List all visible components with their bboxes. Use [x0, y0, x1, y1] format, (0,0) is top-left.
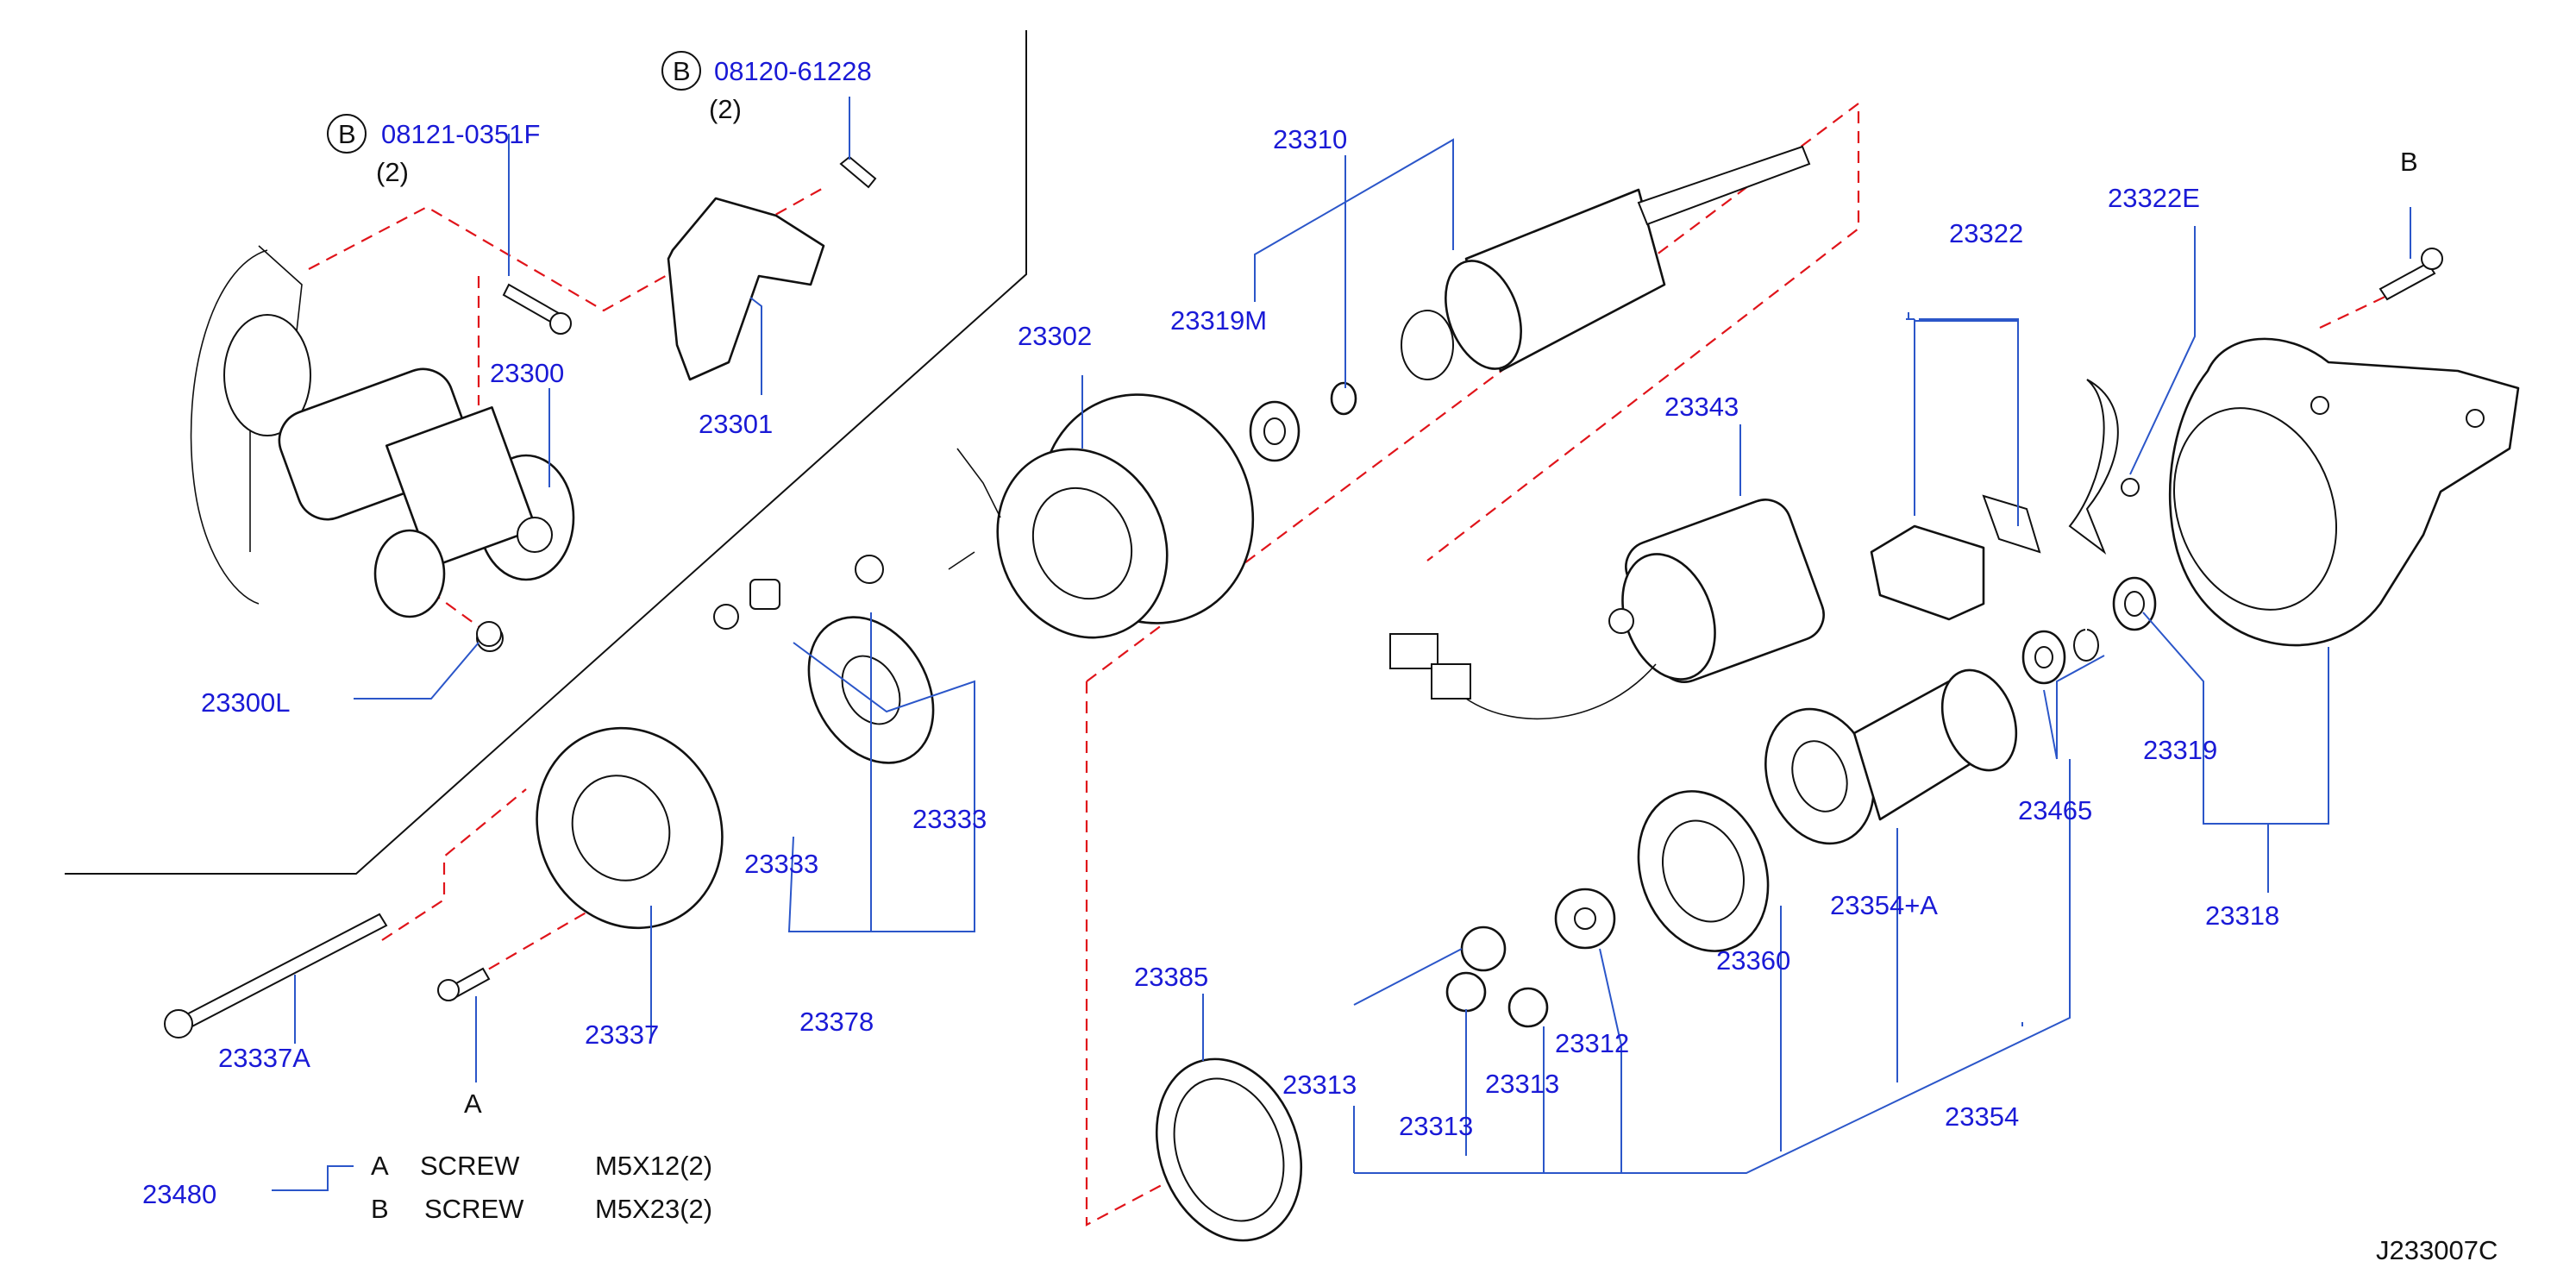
- callout-23354a[interactable]: 23354+A: [1830, 890, 1938, 920]
- callout-23313-b[interactable]: 23313: [1399, 1111, 1473, 1141]
- starter-assembly-drawing: [190, 245, 575, 652]
- callout-23480[interactable]: 23480: [142, 1179, 216, 1209]
- section-divider: [65, 30, 1027, 875]
- callout-23313-c[interactable]: 23313: [1485, 1069, 1559, 1099]
- bolt-ref-2-badge: B: [673, 56, 691, 86]
- figure-id: J233007C: [2376, 1235, 2498, 1265]
- callout-23465[interactable]: 23465: [2018, 795, 2092, 825]
- housing-23318-drawing: [2168, 337, 2520, 647]
- bracket-23301-drawing: [667, 155, 877, 381]
- yoke-23302-drawing: [948, 393, 1255, 639]
- callout-23300[interactable]: 23300: [490, 358, 564, 388]
- legend-row-b-spec: M5X23(2): [595, 1194, 712, 1224]
- internal-gear-23360-drawing: [1637, 790, 1770, 952]
- callout-23354[interactable]: 23354: [1945, 1101, 2019, 1132]
- callout-23300l[interactable]: 23300L: [201, 687, 290, 718]
- callout-23343[interactable]: 23343: [1664, 392, 1739, 422]
- brush-holder-drawing: [713, 555, 935, 764]
- solenoid-23343-drawing: [1389, 499, 1825, 720]
- callout-23322[interactable]: 23322: [1949, 218, 2023, 248]
- callout-23302[interactable]: 23302: [1018, 321, 1092, 351]
- bolt-drawings: [164, 248, 2443, 1038]
- bolt-ref-1-qty: (2): [376, 157, 409, 187]
- washers-drawing: [2021, 576, 2157, 685]
- callout-23319[interactable]: 23319: [2143, 735, 2217, 765]
- callout-23312[interactable]: 23312: [1555, 1028, 1629, 1058]
- callout-23319m[interactable]: 23319M: [1170, 305, 1267, 336]
- callout-23301[interactable]: 23301: [699, 409, 773, 439]
- bolt-ref-1-badge: B: [338, 119, 356, 149]
- bolt-ref-1-number[interactable]: 08121-0351F: [381, 119, 540, 149]
- legend-row-a-name: SCREW: [420, 1151, 520, 1181]
- callout-23333-right[interactable]: 23333: [912, 804, 987, 834]
- callout-23337[interactable]: 23337: [585, 1020, 659, 1050]
- callout-23337a[interactable]: 23337A: [218, 1043, 310, 1073]
- callout-23333-left[interactable]: 23333: [744, 849, 818, 879]
- legend-row-a-spec: M5X12(2): [595, 1151, 712, 1181]
- bearing-23319m-drawing: [1249, 381, 1357, 462]
- legend-row-a-key: A: [371, 1151, 389, 1181]
- bolt-ref-2-number[interactable]: 08120-61228: [714, 56, 872, 86]
- marker-a: A: [464, 1089, 482, 1119]
- callout-23310[interactable]: 23310: [1273, 124, 1347, 154]
- rear-cover-23337-drawing: [536, 726, 724, 930]
- armature-23310-drawing: [1401, 145, 1811, 380]
- legend-row-b-key: B: [371, 1194, 389, 1224]
- clutch-23354a-drawing: [1764, 668, 2018, 845]
- bolt-ref-2-qty: (2): [709, 94, 742, 124]
- bolt-ref-2[interactable]: B 08120-61228 (2): [661, 51, 872, 124]
- bolt-ref-1[interactable]: B 08121-0351F (2): [327, 114, 540, 187]
- lever-set-23322-drawing: [1870, 379, 2140, 621]
- screw-legend: A SCREW M5X12(2) B SCREW M5X23(2): [371, 1151, 712, 1224]
- planetary-gears-drawing: [1445, 888, 1616, 1028]
- legend-row-b-name: SCREW: [424, 1194, 524, 1224]
- callout-23313-a[interactable]: 23313: [1282, 1070, 1357, 1100]
- seal-23385-drawing: [1155, 1057, 1303, 1242]
- assembly-dash-lines: [308, 101, 2411, 1227]
- callout-23322e[interactable]: 23322E: [2108, 183, 2200, 213]
- callout-23360[interactable]: 23360: [1716, 945, 1790, 976]
- callout-23318[interactable]: 23318: [2205, 900, 2279, 931]
- callout-23378[interactable]: 23378: [799, 1007, 874, 1037]
- callout-23385[interactable]: 23385: [1134, 962, 1208, 992]
- marker-b: B: [2400, 147, 2418, 177]
- leader-lines: [272, 97, 2411, 1191]
